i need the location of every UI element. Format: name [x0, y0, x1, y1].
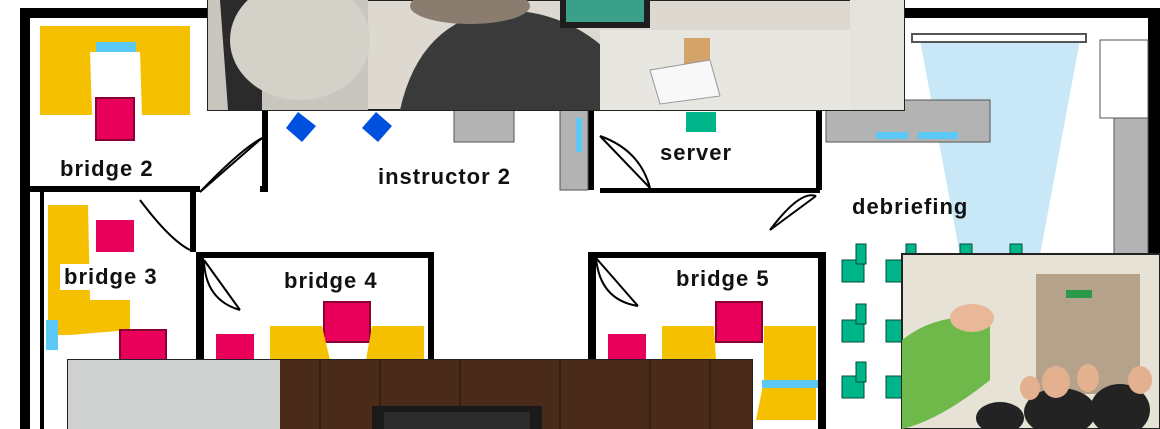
server-furniture: [686, 112, 716, 132]
photo-top: [207, 0, 905, 111]
room-label-bridge-4: bridge 4: [284, 268, 378, 293]
bridge-5-furniture: [608, 301, 818, 420]
room-label-server: server: [660, 140, 733, 165]
room-label-bridge-5: bridge 5: [676, 266, 770, 291]
bridge-4-furniture: [216, 301, 424, 374]
photo-right: [901, 253, 1160, 429]
room-label-debriefing: debriefing: [852, 194, 969, 219]
instructor-2-furniture: [286, 109, 589, 191]
photo-bottom-left: [67, 359, 753, 429]
room-label-bridge-2: bridge 2: [60, 156, 154, 181]
debriefing-furniture: [825, 33, 1149, 399]
room-label-bridge-3: bridge 3: [60, 264, 162, 290]
room-label-instructor-2: instructor 2: [378, 164, 512, 189]
door-arcs: [139, 135, 817, 311]
bridge-2-furniture: [40, 26, 190, 141]
